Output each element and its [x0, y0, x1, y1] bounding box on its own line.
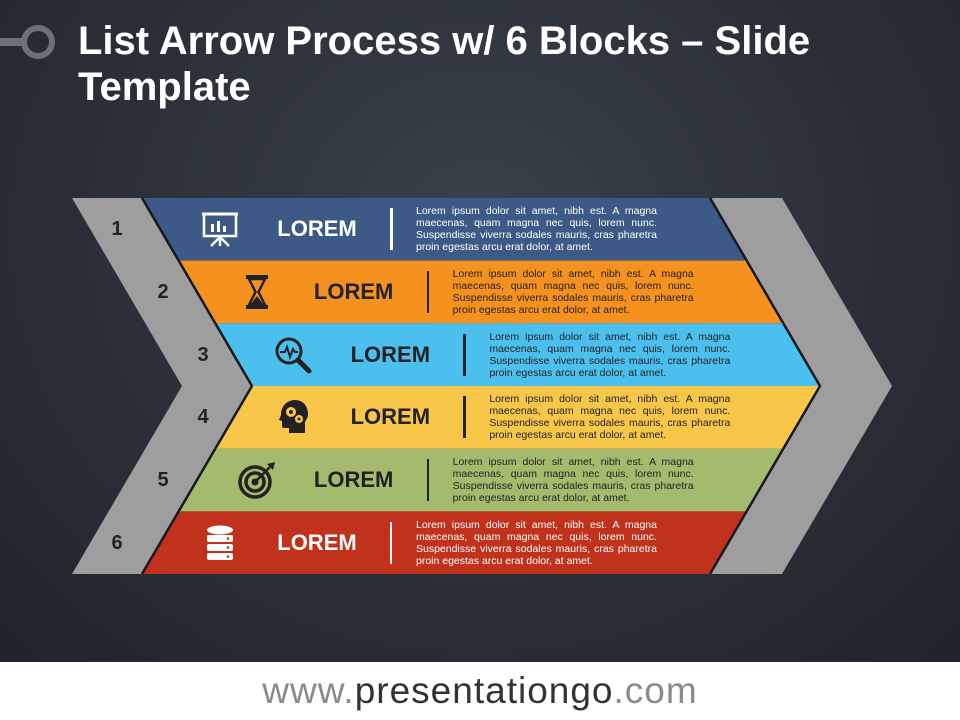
step-number-1: 1 [111, 218, 123, 241]
magnifier-pulse-icon [273, 335, 313, 380]
step-label-6: LOREM [277, 529, 357, 555]
step-band-edge-right-5 [745, 448, 785, 512]
footer-url[interactable]: www.presentationgo.com [0, 662, 960, 720]
step-band-6 [141, 511, 747, 575]
step-band-edge-2 [177, 260, 217, 324]
step-band-2 [178, 260, 784, 324]
step-description-1: Lorem ipsum dolor sit amet, nibh est. A … [416, 205, 657, 254]
step-divider-1 [390, 208, 393, 251]
step-band-edge-right-2 [745, 260, 785, 324]
step-band-edge-3 [214, 322, 254, 387]
step-band-1 [142, 198, 747, 261]
step-divider-4 [463, 396, 466, 439]
step-divider-2 [426, 271, 430, 313]
hourglass-icon [237, 272, 277, 317]
step-divider-6 [389, 521, 393, 564]
step-band-edge-4 [214, 385, 254, 450]
step-label-1: LOREM [277, 216, 357, 242]
head-gears-icon [273, 397, 313, 442]
step-band-edge-1 [140, 197, 180, 262]
step-band-5 [178, 448, 784, 512]
step-number-5: 5 [157, 469, 169, 491]
step-description-6: Lorem ipsum dolor sit amet, nibh est. A … [415, 518, 657, 567]
slide-title: List Arrow Process w/ 6 Blocks – Slide T… [78, 19, 811, 109]
presentation-board-icon [200, 209, 240, 254]
step-number-3: 3 [197, 343, 209, 366]
database-icon [200, 523, 240, 568]
step-band-4 [215, 386, 820, 449]
step-band-edge-right-4 [782, 385, 822, 450]
step-band-edge-6 [140, 510, 180, 575]
step-band-3 [215, 323, 821, 387]
step-label-4: LOREM [350, 404, 431, 430]
title-circle-decoration [0, 25, 55, 59]
step-label-3: LOREM [350, 341, 431, 367]
step-label-2: LOREM [313, 279, 394, 304]
slide: List Arrow Process w/ 6 Blocks – Slide T… [0, 0, 960, 662]
step-divider-5 [426, 459, 430, 501]
step-band-edge-5 [177, 448, 217, 512]
step-number-6: 6 [111, 531, 123, 554]
step-number-2: 2 [157, 281, 169, 303]
arrow-process-diagram [72, 197, 892, 575]
step-number-4: 4 [197, 406, 209, 429]
step-band-edge-right-3 [782, 322, 822, 387]
step-description-2: Lorem ipsum dolor sit amet, nibh est. A … [452, 268, 694, 316]
footer-prefix: www. [262, 670, 355, 711]
step-description-3: Lorem ipsum dolor sit amet, nibh est. A … [489, 330, 731, 379]
step-description-4: Lorem ipsum dolor sit amet, nibh est. A … [489, 393, 731, 442]
right-chevron [710, 198, 892, 574]
step-label-5: LOREM [313, 467, 394, 492]
step-band-edge-right-1 [708, 197, 748, 262]
step-description-5: Lorem ipsum dolor sit amet, nibh est. A … [452, 456, 694, 504]
target-arrow-icon [237, 460, 277, 505]
left-chevron [72, 198, 252, 574]
footer-domain: presentationgo [354, 670, 614, 711]
step-divider-3 [463, 333, 466, 376]
step-band-edge-right-6 [708, 510, 748, 575]
footer-suffix: .com [613, 670, 698, 711]
